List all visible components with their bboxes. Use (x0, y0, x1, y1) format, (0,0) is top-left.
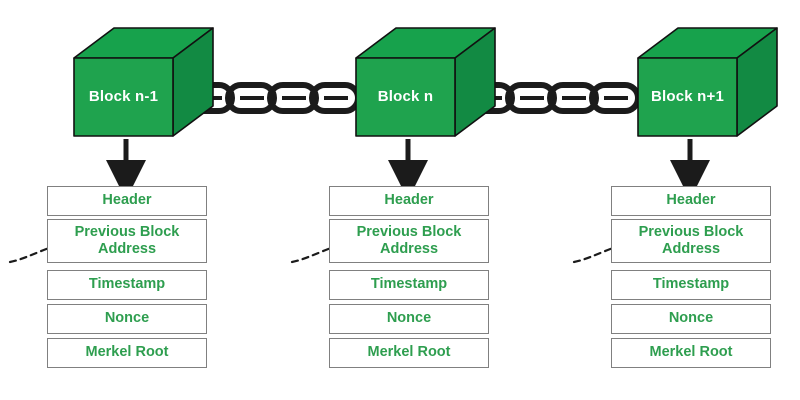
field-header-block-3[interactable]: Header (611, 186, 771, 216)
field-previous-block-address-block-3[interactable]: Previous Block Address (611, 219, 771, 263)
field-timestamp-block-2[interactable]: Timestamp (329, 270, 489, 300)
field-header-block-2[interactable]: Header (329, 186, 489, 216)
field-header-block-1[interactable]: Header (47, 186, 207, 216)
field-merkel-root-block-3[interactable]: Merkel Root (611, 338, 771, 368)
field-timestamp-block-3[interactable]: Timestamp (611, 270, 771, 300)
field-previous-block-address-block-1[interactable]: Previous Block Address (47, 219, 207, 263)
block-cube-n-minus-1 (73, 27, 214, 137)
cube-front-face (637, 57, 738, 137)
chain-link (547, 82, 599, 114)
chain-link (505, 82, 557, 114)
field-nonce-block-1[interactable]: Nonce (47, 304, 207, 334)
block-cube-n (355, 27, 496, 137)
field-previous-block-address-block-2[interactable]: Previous Block Address (329, 219, 489, 263)
cube-front-face (73, 57, 174, 137)
field-timestamp-block-1[interactable]: Timestamp (47, 270, 207, 300)
field-nonce-block-3[interactable]: Nonce (611, 304, 771, 334)
cube-front-face (355, 57, 456, 137)
field-merkel-root-block-1[interactable]: Merkel Root (47, 338, 207, 368)
field-merkel-root-block-2[interactable]: Merkel Root (329, 338, 489, 368)
chain-link (267, 82, 319, 114)
chain-link (225, 82, 277, 114)
field-nonce-block-2[interactable]: Nonce (329, 304, 489, 334)
block-cube-n-plus-1 (637, 27, 778, 137)
